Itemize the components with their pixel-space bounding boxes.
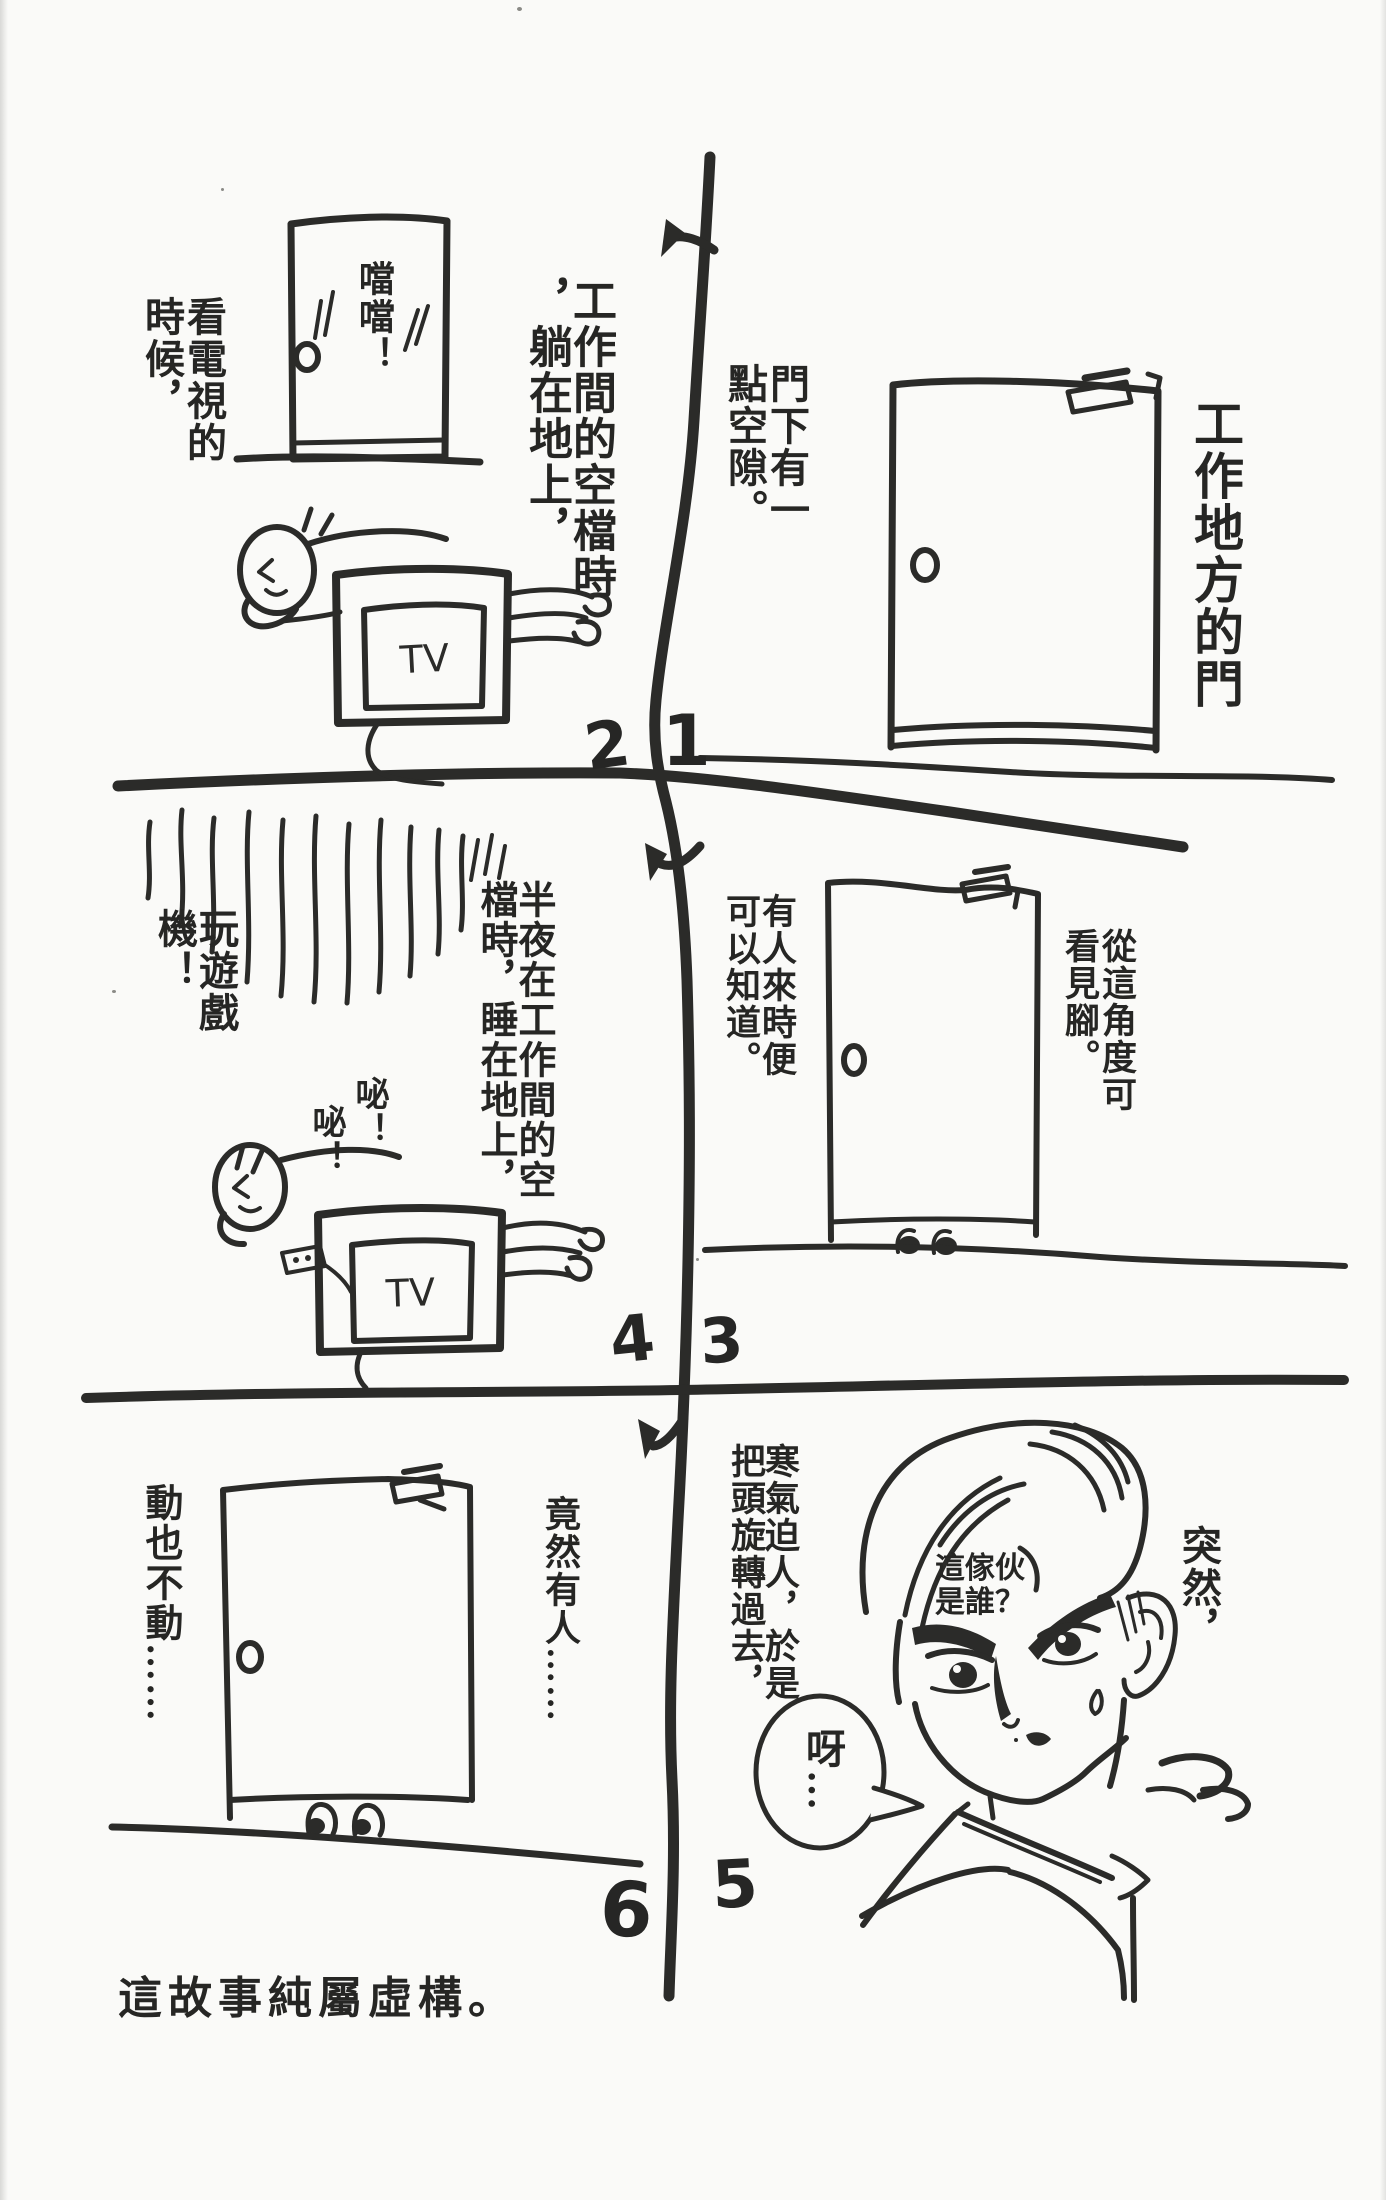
panel2-caption-left: 看電視的 時候，	[139, 296, 226, 464]
door-hinge-icon	[1065, 367, 1163, 415]
feet-under-door-icon	[305, 1802, 385, 1838]
panel2-caption-right: 工作間的空檔時 ，躺在地上，	[522, 278, 615, 600]
panel2-number: 2	[580, 706, 635, 786]
panel1-door	[697, 367, 1335, 783]
panel2-tv: TV	[332, 564, 512, 787]
knock-lines-icon	[313, 290, 430, 352]
scan-edge-right	[1380, 0, 1386, 2200]
panel5-face	[859, 1419, 1178, 2003]
panel6-door	[108, 1463, 644, 1868]
panel2-person-watching-tv: TV	[237, 506, 612, 787]
scan-speck	[221, 188, 224, 191]
panel4-game-sfx-1: 咇！	[350, 1076, 387, 1148]
panel2-legs	[506, 587, 612, 647]
reading-arrow-middle-icon	[645, 841, 705, 881]
panel5-speech: 呀…	[800, 1728, 845, 1812]
ear-icon	[1121, 1591, 1178, 1699]
speech-bubble	[753, 1693, 925, 1851]
tv-label: TV	[398, 636, 450, 683]
sweat-drop-icon	[1089, 1689, 1104, 1716]
row-divider-2	[81, 1374, 1349, 1403]
panel3-caption-right: 從這角度可 看見腳。	[1060, 928, 1136, 1113]
panel2-knock-sfx: 噹噹！	[354, 260, 394, 374]
panel5-inner-thought: 這傢伙 是誰？	[935, 1552, 1025, 1619]
tv-label: TV	[384, 1270, 436, 1316]
panel4-caption-left: 玩遊戲 機！	[152, 908, 238, 1034]
door-hinge-icon	[389, 1463, 447, 1512]
panel4-person-playing-game: TV	[212, 1142, 605, 1391]
panel4-number: 4	[606, 1300, 659, 1380]
panel6-caption-left: 動也不動……	[139, 1483, 181, 1723]
panel4-night-squiggles	[145, 807, 507, 1006]
panel1-caption-left: 門下有一 點空隙。	[722, 363, 809, 531]
panel4-legs	[500, 1220, 605, 1282]
scan-speck	[517, 7, 522, 11]
panel4-game-sfx-2: 咇！	[307, 1104, 344, 1176]
panel3-door	[702, 864, 1348, 1269]
door-hinge-icon	[959, 864, 1021, 910]
panel1-number: 1	[662, 700, 711, 782]
row-divider-1	[112, 767, 1189, 853]
panel1-caption-right: 工作地方的門	[1187, 398, 1243, 710]
panel5-caption-right: 突然，	[1176, 1525, 1221, 1651]
panel2-knocked-door	[233, 213, 484, 466]
panel6-caption-right: 竟然有人……	[540, 1495, 580, 1723]
page-caption: 這故事純屬虛構。	[118, 1974, 518, 2023]
motion-swoosh-icon	[1145, 1753, 1251, 1822]
panel3-caption-left: 有人來時便 可以知道。	[721, 893, 796, 1078]
scan-edge-left	[0, 0, 8, 2200]
panel5-number: 5	[709, 1844, 760, 1925]
panel6-number: 6	[597, 1863, 656, 1956]
scan-speck	[112, 990, 116, 993]
panel4-tv: TV	[314, 1204, 506, 1391]
panel5-caption-mid: 寒氣迫人，於是 把頭旋轉過去，	[726, 1443, 799, 1702]
game-controller-icon	[280, 1244, 353, 1294]
feet-under-door-icon	[895, 1228, 957, 1255]
panel4-caption-right: 半夜在工作間的空 檔時，睡在地上，	[474, 880, 554, 1200]
reading-arrow-top-icon	[661, 219, 719, 257]
gutter-vertical-line	[649, 151, 716, 2002]
reading-arrow-bottom-icon	[638, 1413, 689, 1459]
panel3-number: 3	[697, 1302, 746, 1379]
scan-speck	[696, 1258, 699, 1261]
